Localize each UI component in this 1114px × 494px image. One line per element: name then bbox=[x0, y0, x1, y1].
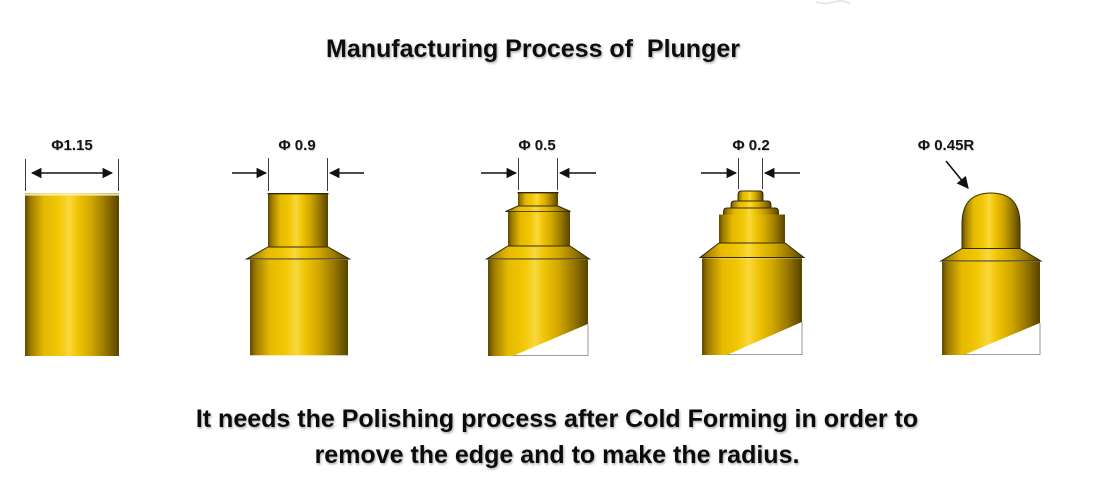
plunger-body bbox=[939, 192, 1043, 356]
caption-line-1: It needs the Polishing process after Col… bbox=[195, 405, 919, 433]
dimension-label-stage-2: Φ 0.9 bbox=[278, 137, 316, 154]
page-title: Manufacturing Process of Plunger bbox=[326, 35, 740, 63]
stage-2-figure bbox=[232, 158, 364, 356]
dimension-label-stage-3: Φ 0.5 bbox=[518, 137, 556, 154]
dimension-lines bbox=[268, 158, 328, 191]
stage-1-figure bbox=[25, 159, 119, 356]
stage-4-figure bbox=[698, 158, 806, 356]
dimension-lines bbox=[25, 159, 119, 191]
dimension-label-stage-1: Φ1.15 bbox=[51, 137, 93, 154]
leader-arrow-icon bbox=[945, 160, 969, 189]
polish-cut-edge bbox=[727, 322, 803, 356]
caption-text: It needs the Polishing process after Col… bbox=[57, 401, 1057, 473]
plunger-body bbox=[484, 192, 592, 357]
polish-cut-edge bbox=[964, 323, 1041, 356]
polish-cut bbox=[513, 324, 588, 356]
plunger-body bbox=[244, 192, 352, 356]
dimension-label-stage-4: Φ 0.2 bbox=[732, 137, 770, 154]
cropped-artifact bbox=[815, 0, 851, 5]
plunger-body bbox=[25, 193, 119, 356]
caption-line-2: remove the edge and to make the radius. bbox=[314, 441, 800, 469]
stage-3-figure bbox=[481, 158, 596, 357]
polish-cut bbox=[727, 322, 802, 355]
plunger-body bbox=[698, 190, 806, 356]
dimension-lines bbox=[738, 158, 763, 189]
polish-cut bbox=[964, 323, 1040, 355]
dimension-label-stage-5: Φ 0.45R bbox=[917, 137, 975, 154]
stage-5-figure bbox=[939, 160, 1043, 356]
polish-cut-edge bbox=[513, 324, 589, 357]
dimension-lines bbox=[518, 158, 558, 190]
